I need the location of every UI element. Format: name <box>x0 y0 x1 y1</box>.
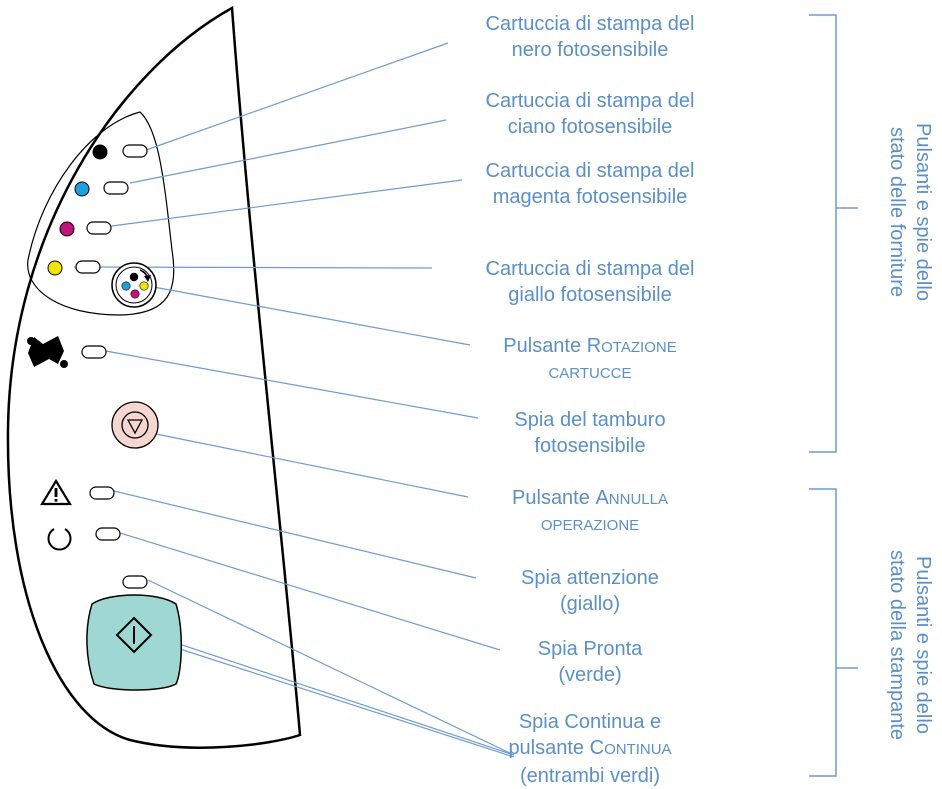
callout-line: (verde) <box>558 664 622 686</box>
go-button[interactable] <box>86 594 182 691</box>
callout-line: giallo fotosensibile <box>508 284 672 306</box>
group-label-line: stato della stampante <box>886 549 908 741</box>
attention-led <box>89 486 115 500</box>
callout-attention-light: Spia attenzione (giallo) <box>440 565 740 617</box>
callout-word: pulsante <box>508 737 590 759</box>
attention-icon <box>40 478 72 506</box>
yellow-toner-dot <box>47 260 63 276</box>
callout-line: Cartuccia di stampa del <box>485 160 695 182</box>
ready-led <box>95 527 121 541</box>
callout-smallcaps: OTAZIONE <box>601 339 677 356</box>
callout-line: Cartuccia di stampa del <box>485 258 695 280</box>
callout-drum-light: Spia del tamburo fotosensibile <box>440 407 740 459</box>
callout-line: magenta fotosensibile <box>492 186 688 208</box>
callout-line: (giallo) <box>559 593 621 615</box>
callout-line: ciano fotosensibile <box>507 116 673 138</box>
callout-line: Cartuccia di stampa del <box>485 90 695 112</box>
callout-smallcaps: ONTINUA <box>604 741 672 758</box>
magenta-toner-dot <box>59 221 75 237</box>
cancel-job-button[interactable] <box>111 401 159 449</box>
callout-line: pulsante CONTINUA <box>440 735 740 763</box>
callout-line: nero fotosensibile <box>511 39 669 61</box>
callout-rotate-button: Pulsante ROTAZIONE CARTUCCE <box>440 333 740 387</box>
callout-word: Pulsante <box>512 487 590 509</box>
supplies-section-outline <box>27 111 175 316</box>
cyan-toner-led <box>103 181 129 195</box>
callout-smallcaps-line: OPERAZIONE <box>540 517 640 534</box>
callout-cap: C <box>589 737 605 759</box>
black-toner-dot <box>92 144 108 160</box>
rotate-cartridges-button[interactable] <box>111 262 157 308</box>
callout-cap: R <box>586 335 602 357</box>
ready-icon <box>47 528 72 551</box>
callout-line: Cartuccia di stampa del <box>485 13 695 35</box>
callout-smallcaps-line: CARTUCCE <box>548 365 632 382</box>
group-label-printer: Pulsanti e spie dello stato della stampa… <box>884 525 936 765</box>
imaging-drum-icon <box>27 336 68 368</box>
callout-word: Pulsante <box>503 335 582 357</box>
callout-ready-light: Spia Pronta (verde) <box>440 636 740 688</box>
callout-black-cartridge: Cartuccia di stampa del nero fotosensibi… <box>440 11 740 63</box>
group-label-line: stato delle forniture <box>886 126 908 298</box>
group-label-supplies: Pulsanti e spie dello stato delle fornit… <box>884 92 936 332</box>
callout-cap: A <box>595 487 609 509</box>
callout-line: Spia Continua e <box>518 711 662 733</box>
callout-line: fotosensibile <box>534 435 646 457</box>
callout-line: Spia attenzione <box>521 567 659 589</box>
callout-line: Spia del tamburo <box>514 409 666 431</box>
drum-led <box>81 345 107 359</box>
callout-cancel-button: Pulsante ANNULLA OPERAZIONE <box>440 485 740 539</box>
callout-line: (entrambi verdi) <box>519 765 661 787</box>
black-toner-led <box>122 144 148 158</box>
callout-magenta-cartridge: Cartuccia di stampa del magenta fotosens… <box>440 158 740 210</box>
group-label-line: Pulsanti e spie dello <box>912 123 934 301</box>
yellow-toner-led <box>75 260 101 274</box>
magenta-toner-led <box>86 221 112 235</box>
callout-yellow-cartridge: Cartuccia di stampa del giallo fotosensi… <box>440 256 740 308</box>
callout-go-light-and-button: Spia Continua e pulsante CONTINUA (entra… <box>440 709 740 789</box>
callout-line: Spia Pronta <box>537 638 643 660</box>
callout-line: Pulsante ROTAZIONE <box>440 333 740 361</box>
supplies-group-bracket <box>809 14 858 453</box>
callout-smallcaps: NNULLA <box>608 491 668 508</box>
go-led <box>122 575 148 589</box>
cyan-toner-dot <box>74 181 90 197</box>
group-label-line: Pulsanti e spie dello <box>912 556 934 734</box>
callout-line: Pulsante ANNULLA <box>440 485 740 513</box>
callout-cyan-cartridge: Cartuccia di stampa del ciano fotosensib… <box>440 88 740 140</box>
leader-lines <box>73 42 515 758</box>
printer-group-bracket <box>809 488 858 777</box>
